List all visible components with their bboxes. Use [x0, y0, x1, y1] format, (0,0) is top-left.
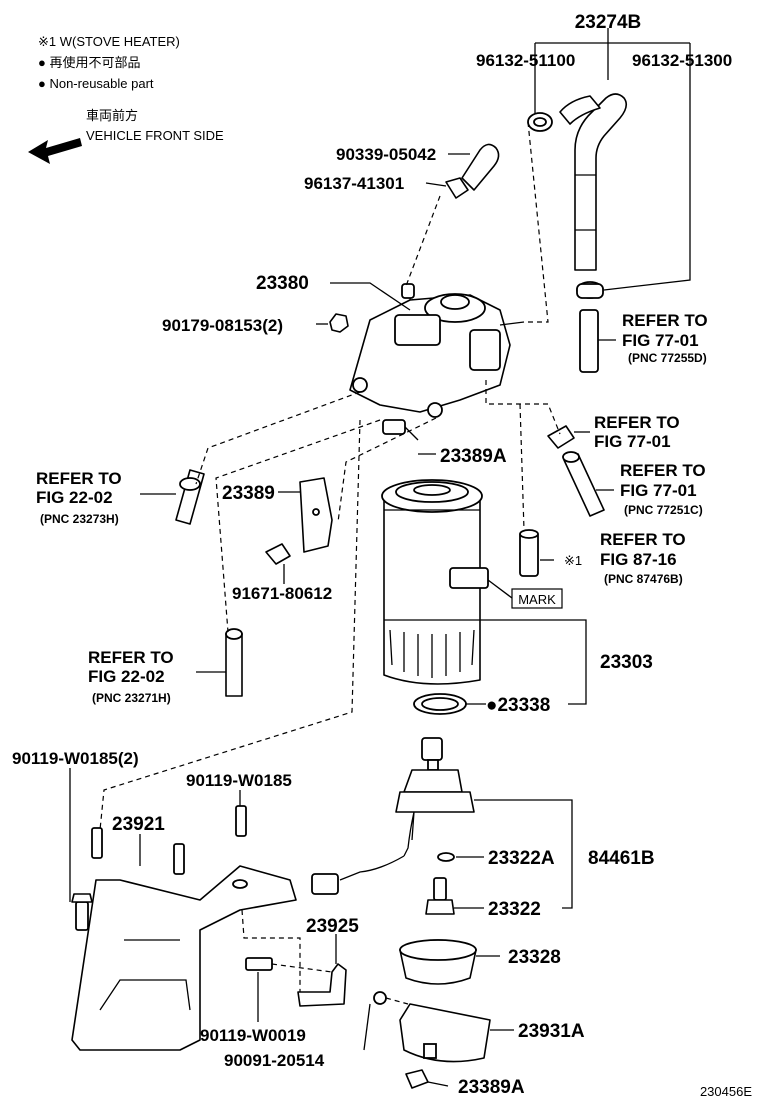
- ref-77-01-a-line3: (PNC 77255D): [628, 351, 707, 365]
- hose-77251c: [562, 451, 605, 517]
- clamp-23931a: [399, 1003, 491, 1063]
- legend-non-reusable-jp: ● 再使用不可部品: [38, 55, 140, 70]
- label-23274b: 23274B: [575, 12, 642, 33]
- label-96132-51300: 96132-51300: [632, 51, 732, 70]
- legend-stove-heater-note: ※1 W(STOVE HEATER): [38, 34, 180, 49]
- label-91671-80612: 91671-80612: [232, 584, 332, 603]
- mark-callout-box: [487, 579, 563, 609]
- dashed-guides: [99, 121, 561, 1005]
- ref-77-01-a-line2: FIG 77-01: [622, 331, 699, 350]
- bolt-91671-80612: [265, 543, 291, 565]
- ref-87-16-line2: FIG 87-16: [600, 550, 677, 569]
- connector-77-01: [547, 425, 575, 449]
- clip-96132-51300: [576, 281, 604, 299]
- leader-lines: [69, 28, 691, 1087]
- label-23389a-bottom: 23389A: [458, 1077, 525, 1098]
- cup-23328: [399, 939, 477, 985]
- label-23322: 23322: [488, 899, 541, 920]
- hose-87476b: [519, 529, 539, 577]
- vehicle-front-arrow-icon: [28, 138, 82, 164]
- figure-id: 230456E: [700, 1084, 752, 1099]
- stud-bolts: [91, 805, 247, 875]
- cap-90339-05042: [461, 143, 500, 191]
- legend: ※1 W(STOVE HEATER) ● 再使用不可部品 ● Non-reusa…: [28, 34, 224, 164]
- ref-77-01-a-line1: REFER TO: [622, 311, 708, 330]
- fuel-filter-23303: [381, 479, 489, 685]
- ref-87-16-line1: REFER TO: [600, 530, 686, 549]
- ref-87-16-line3: (PNC 87476B): [604, 572, 683, 586]
- clip-23389a-bottom: [405, 1069, 429, 1089]
- ref-22-02-a-line3: (PNC 23273H): [40, 512, 119, 526]
- label-23380: 23380: [256, 273, 309, 294]
- label-90339-05042: 90339-05042: [336, 145, 436, 164]
- ref-22-02-a-line2: FIG 22-02: [36, 488, 113, 507]
- valve-96137-41301: [445, 177, 469, 199]
- stove-heater-mark: ※1: [564, 553, 582, 568]
- label-90119-w0019: 90119-W0019: [200, 1026, 306, 1045]
- oring-23338: [413, 693, 467, 715]
- nut-90179-08153: [329, 313, 349, 333]
- label-23389: 23389: [222, 483, 275, 504]
- legend-non-reusable-en: ● Non-reusable part: [38, 76, 154, 91]
- ref-22-02-b-line2: FIG 22-02: [88, 667, 165, 686]
- label-90091-20514: 90091-20514: [224, 1051, 325, 1070]
- bolt-90119-w0185-left: [71, 893, 93, 931]
- label-23303: 23303: [600, 652, 653, 673]
- filter-head-23380: [349, 283, 525, 418]
- ref-77-01-b-line1: REFER TO: [594, 413, 680, 432]
- clip-96132-51100: [527, 112, 553, 132]
- ref-77-01-c-line2: FIG 77-01: [620, 481, 697, 500]
- label-96132-51100: 96132-51100: [476, 51, 575, 70]
- sensor-84461b: [395, 737, 475, 857]
- label-23338: ●23338: [486, 695, 550, 716]
- pipe-23273h: [175, 469, 205, 525]
- bolt-90091-20514: [373, 991, 387, 1005]
- mark-label: MARK: [518, 592, 556, 607]
- bolt-90119-w0019: [245, 957, 273, 971]
- ref-77-01-b-line2: FIG 77-01: [594, 432, 671, 451]
- ref-22-02-b-line3: (PNC 23271H): [92, 691, 171, 705]
- part-labels: 23274B 96132-51100 96132-51300 90339-050…: [12, 12, 752, 1099]
- hose-23274b: [559, 93, 628, 271]
- vehicle-front-label-jp: 車両前方: [86, 108, 138, 123]
- label-90119-w0185-2: 90119-W0185(2): [12, 749, 139, 768]
- vehicle-front-label-en: VEHICLE FRONT SIDE: [86, 128, 224, 143]
- label-90119-w0185: 90119-W0185: [186, 771, 292, 790]
- label-23389a-top: 23389A: [440, 446, 507, 467]
- bracket-23925: [297, 963, 347, 1007]
- ref-pipe-77255d: [579, 309, 599, 373]
- pipe-23271h: [225, 628, 243, 697]
- label-23921: 23921: [112, 814, 165, 835]
- bracket-23921: [71, 865, 297, 1051]
- ref-22-02-b-line1: REFER TO: [88, 648, 174, 667]
- ref-77-01-c-line3: (PNC 77251C): [624, 503, 703, 517]
- connector-23389a-top: [382, 419, 419, 441]
- label-23931a: 23931A: [518, 1021, 585, 1042]
- ref-22-02-a-line1: REFER TO: [36, 469, 122, 488]
- label-23328: 23328: [508, 947, 561, 968]
- label-90179-08153: 90179-08153(2): [162, 316, 283, 335]
- ref-77-01-c-line1: REFER TO: [620, 461, 706, 480]
- label-23925: 23925: [306, 916, 359, 937]
- wire-harness: [311, 855, 405, 895]
- label-23322a: 23322A: [488, 848, 555, 869]
- oring-23322a: [437, 852, 455, 862]
- label-84461b: 84461B: [588, 848, 655, 869]
- bracket-23389: [299, 477, 333, 553]
- drain-plug-23322: [425, 877, 455, 915]
- label-96137-41301: 96137-41301: [304, 174, 404, 193]
